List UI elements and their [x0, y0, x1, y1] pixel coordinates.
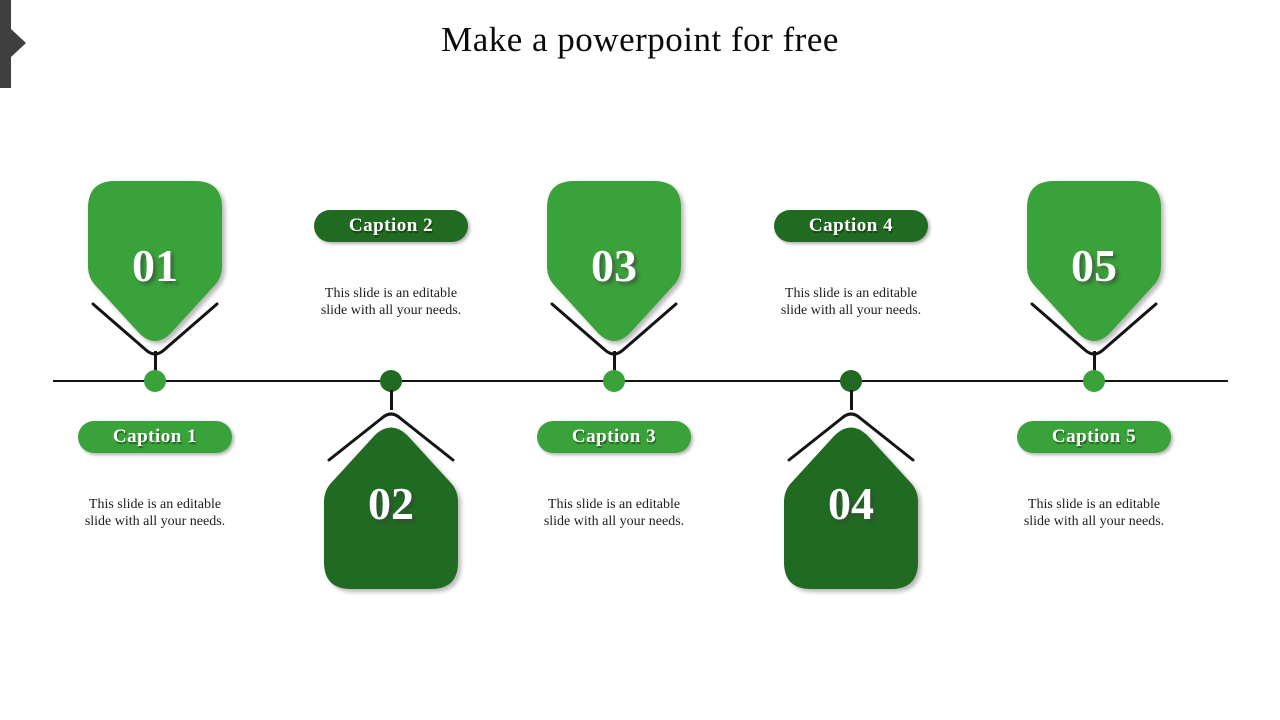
timeline-dot	[840, 370, 862, 392]
timeline-dot	[144, 370, 166, 392]
connector-line	[1092, 351, 1096, 372]
timeline-dot	[380, 370, 402, 392]
badge-shape-04[interactable]: 04	[783, 418, 919, 590]
slide-title: Make a powerpoint for free	[441, 20, 839, 59]
bracket-up-icon	[327, 412, 455, 462]
description-line: slide with all your needs.	[543, 513, 685, 529]
badge-number: 02	[368, 478, 414, 529]
timeline-line	[53, 380, 1228, 382]
badge-shape-05[interactable]: 05	[1026, 180, 1162, 352]
corner-arrow-icon	[0, 0, 26, 88]
caption-label: Caption 3	[571, 426, 657, 447]
caption-label: Caption 2	[348, 215, 434, 236]
timeline-dot	[603, 370, 625, 392]
caption-pill-2[interactable]: Caption 2	[314, 210, 468, 242]
shield-down-icon	[88, 181, 222, 341]
caption-label: Caption 5	[1051, 426, 1137, 447]
item-description: This slide is an editable slide with all…	[984, 497, 1204, 530]
badge-number: 05	[1071, 240, 1117, 291]
shield-down-icon	[1027, 181, 1161, 341]
shield-up-icon	[324, 427, 458, 589]
item-description: This slide is an editable slide with all…	[741, 286, 961, 319]
description-line: This slide is an editable	[324, 286, 458, 301]
description-line: slide with all your needs.	[84, 513, 226, 529]
timeline-dot	[1083, 370, 1105, 392]
badge-shape-03[interactable]: 03	[546, 180, 682, 352]
connector-line	[612, 351, 616, 372]
caption-pill-4[interactable]: Caption 4	[774, 210, 928, 242]
item-description: This slide is an editable slide with all…	[45, 497, 265, 530]
description-line: This slide is an editable	[88, 497, 222, 512]
shield-up-icon	[784, 427, 918, 589]
description-line: This slide is an editable	[1027, 497, 1161, 512]
caption-pill-1[interactable]: Caption 1	[78, 421, 232, 453]
connector-line	[389, 390, 393, 410]
description-line: slide with all your needs.	[320, 302, 462, 318]
connector-line	[153, 351, 157, 372]
item-description: This slide is an editable slide with all…	[281, 286, 501, 319]
caption-pill-5[interactable]: Caption 5	[1017, 421, 1171, 453]
badge-number: 04	[828, 478, 874, 529]
caption-label: Caption 1	[112, 426, 198, 447]
connector-line	[849, 390, 853, 410]
bracket-up-icon	[787, 412, 915, 462]
shield-down-icon	[547, 181, 681, 341]
badge-shape-01[interactable]: 01	[87, 180, 223, 352]
description-line: slide with all your needs.	[780, 302, 922, 318]
description-line: This slide is an editable	[547, 497, 681, 512]
badge-shape-02[interactable]: 02	[323, 418, 459, 590]
description-line: This slide is an editable	[784, 286, 918, 301]
badge-number: 01	[132, 240, 178, 291]
caption-label: Caption 4	[808, 215, 894, 236]
caption-pill-3[interactable]: Caption 3	[537, 421, 691, 453]
item-description: This slide is an editable slide with all…	[504, 497, 724, 530]
badge-number: 03	[591, 240, 637, 291]
description-line: slide with all your needs.	[1023, 513, 1165, 529]
